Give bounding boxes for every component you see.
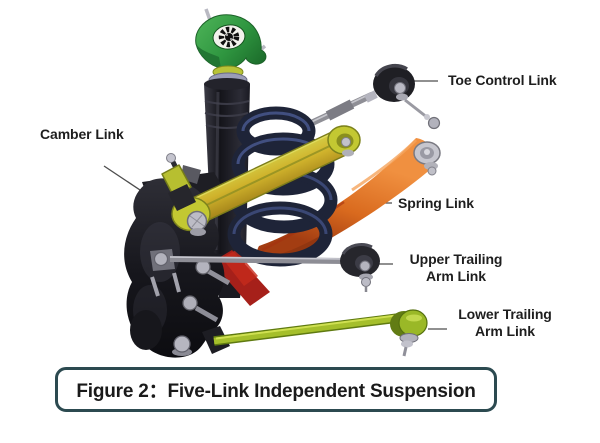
mount-bearing-teeth: [218, 26, 240, 48]
label-lower-trailing-arm-link: Lower Trailing Arm Link: [458, 306, 552, 339]
knuckle-bolt-2: [182, 295, 198, 311]
knuckle-stud-2: [172, 272, 181, 293]
label-toe-control-link: Toe Control Link: [448, 72, 557, 88]
knuckle-stud-1: [150, 276, 160, 297]
camber-ball-stud: [166, 153, 176, 163]
toe-link-nut: [427, 116, 441, 130]
lower-trailing-bushing: [398, 309, 428, 337]
lower-trailing-rod: [213, 314, 399, 345]
figure-caption-box: Figure 2：Five-Link Independent Suspensio…: [55, 367, 497, 412]
strut-top-mount: [195, 8, 267, 88]
figure-caption: Figure 2：Five-Link Independent Suspensio…: [76, 381, 476, 402]
label-camber-link: Camber Link: [40, 126, 124, 142]
label-spring-link: Spring Link: [398, 195, 474, 211]
toe-link-stud: [404, 98, 429, 120]
label-upper-trailing-arm-link: Upper Trailing Arm Link: [409, 251, 503, 284]
camber-link: [161, 153, 201, 211]
mount-bearing-hub: [225, 33, 233, 41]
upper-trailing-arm-link: [150, 243, 380, 292]
toe-control-link: [301, 64, 441, 130]
upper-trailing-rod: [169, 256, 345, 264]
spring-link-yellow-arm: [171, 125, 361, 236]
lower-trailing-arm-link: [213, 309, 428, 357]
knuckle-bolt-3: [173, 335, 191, 353]
